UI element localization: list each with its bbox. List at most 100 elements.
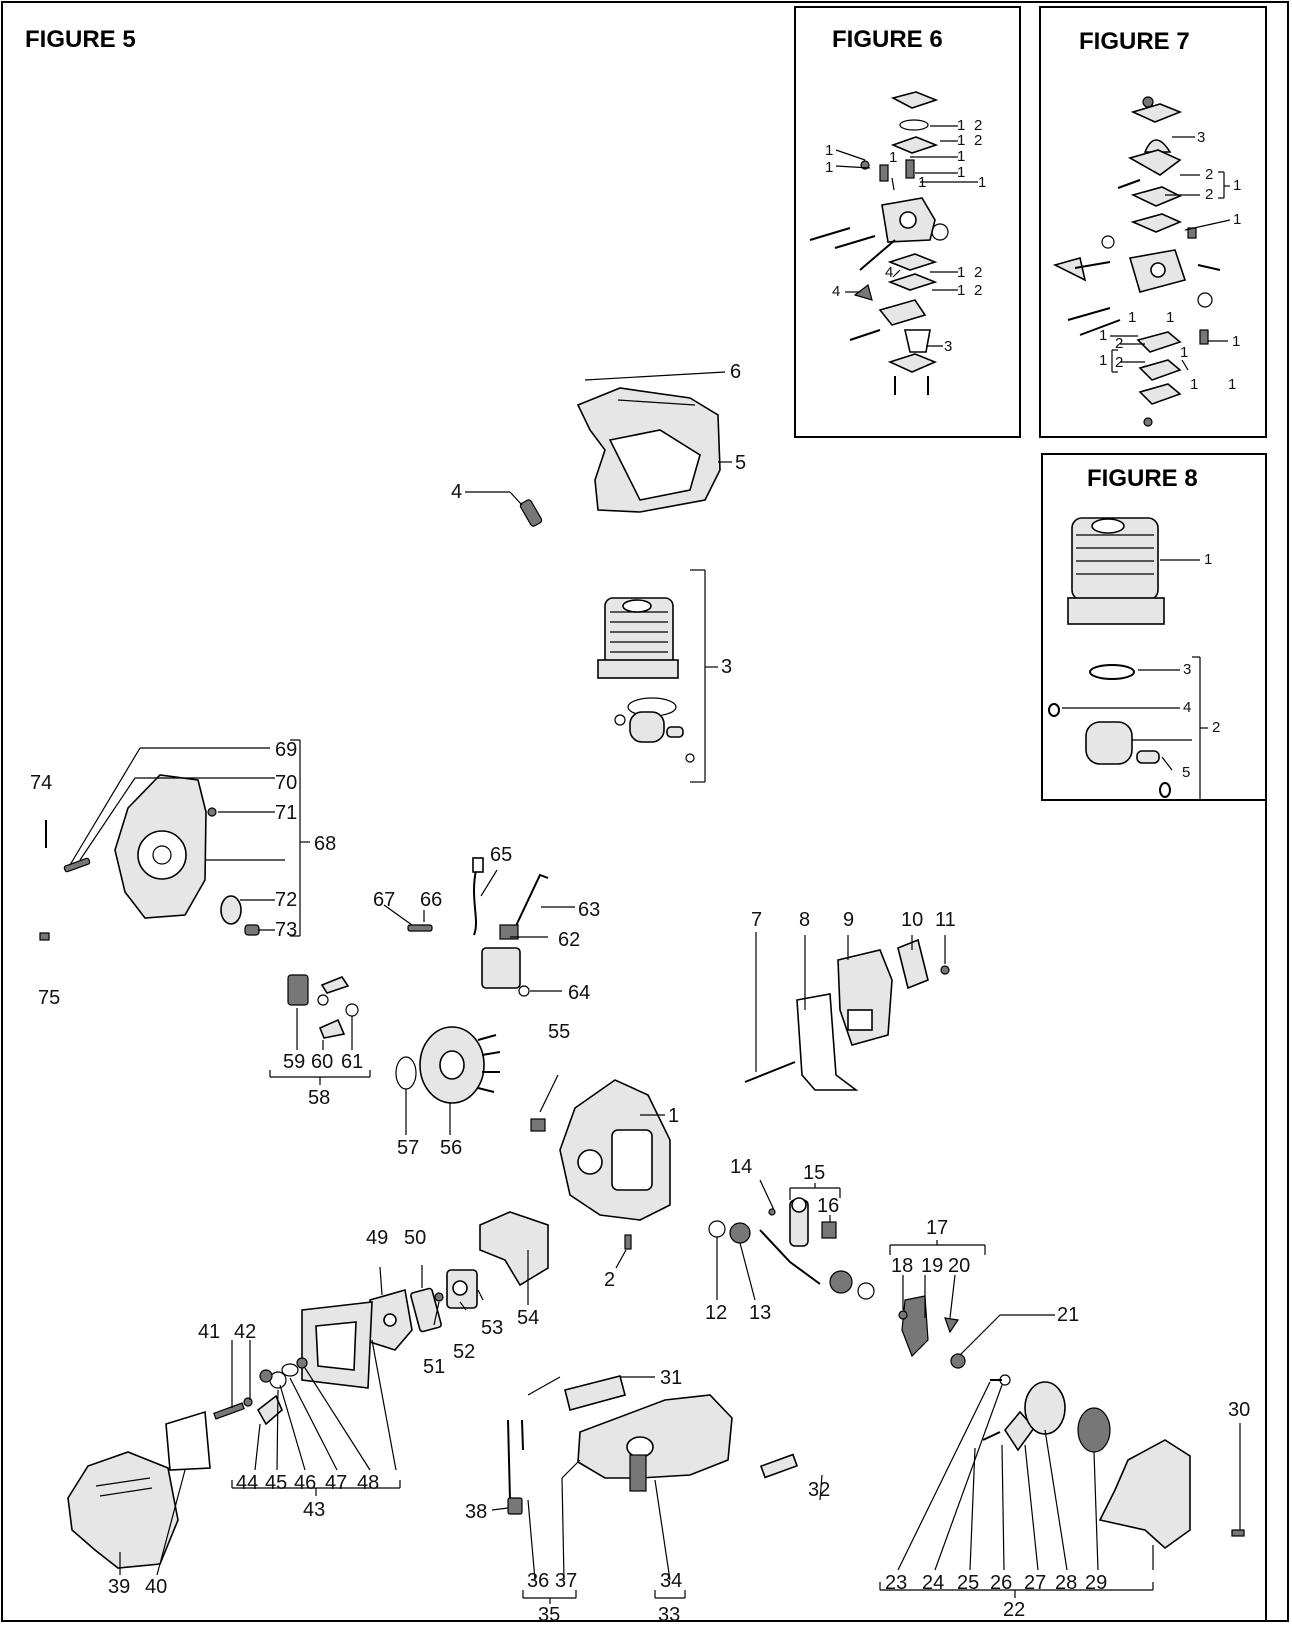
cylinder-cover-part bbox=[576, 387, 721, 513]
fig7-label: 1 bbox=[1228, 376, 1237, 393]
part-label: 4 bbox=[451, 481, 463, 503]
figure-6-leaders bbox=[835, 125, 978, 347]
figure-8-cylinder-art bbox=[1048, 517, 1171, 798]
fig7-label: 1 bbox=[1233, 177, 1242, 194]
figure-6-title: FIGURE 6 bbox=[832, 26, 943, 53]
part-label: 50 bbox=[404, 1227, 427, 1249]
part-label: 48 bbox=[357, 1472, 380, 1494]
part-label: 32 bbox=[808, 1479, 831, 1501]
fig7-label: 1 bbox=[1232, 333, 1241, 350]
part-label: 35 bbox=[538, 1604, 561, 1626]
part-label: 15 bbox=[803, 1162, 826, 1184]
part-label: 54 bbox=[517, 1307, 540, 1329]
part-label: 72 bbox=[275, 889, 298, 911]
fig7-label: 1 bbox=[1180, 344, 1189, 361]
part-label: 60 bbox=[311, 1051, 334, 1073]
part-label: 41 bbox=[198, 1321, 221, 1343]
recoil-starter-housing-part bbox=[1098, 1439, 1191, 1550]
part-label: 1 bbox=[668, 1105, 680, 1127]
fig6-label: 2 bbox=[974, 132, 983, 149]
part-label: 49 bbox=[366, 1227, 389, 1249]
fig6-label: 1 bbox=[957, 264, 966, 281]
part-label: 57 bbox=[397, 1137, 420, 1159]
part-label: 18 bbox=[891, 1255, 914, 1277]
part-label: 26 bbox=[990, 1572, 1013, 1594]
part-label: 46 bbox=[294, 1472, 317, 1494]
crankshaft-part bbox=[759, 1197, 821, 1285]
part-label: 3 bbox=[721, 656, 733, 678]
part-label: 29 bbox=[1085, 1572, 1108, 1594]
fuel-tank-part bbox=[577, 1394, 733, 1492]
part-label: 73 bbox=[275, 919, 298, 941]
part-label: 75 bbox=[38, 987, 61, 1009]
part-label: 38 bbox=[465, 1501, 488, 1523]
figure-7-title: FIGURE 7 bbox=[1079, 28, 1190, 55]
fig7-label: 1 bbox=[1128, 309, 1137, 326]
figure-7-frame bbox=[1039, 6, 1267, 438]
fig7-label: 1 bbox=[1099, 352, 1108, 369]
fig7-label: 1 bbox=[1166, 309, 1175, 326]
figure-8-leaders bbox=[1062, 559, 1208, 801]
part-label: 53 bbox=[481, 1317, 504, 1339]
muffler-part bbox=[837, 949, 893, 1046]
fig6-label: 1 bbox=[957, 282, 966, 299]
figure-7-carburetor-art bbox=[1052, 96, 1221, 427]
starter-housing-part bbox=[114, 774, 260, 936]
part-label: 37 bbox=[555, 1570, 578, 1592]
part-label: 55 bbox=[548, 1021, 571, 1043]
air-cleaner-cover-part bbox=[67, 1451, 179, 1569]
part-label: 10 bbox=[901, 909, 924, 931]
part-label: 67 bbox=[373, 889, 396, 911]
part-label: 13 bbox=[749, 1302, 772, 1324]
flywheel-part bbox=[419, 1026, 501, 1104]
part-label: 74 bbox=[30, 772, 53, 794]
fig7-label: 2 bbox=[1115, 354, 1124, 371]
part-label: 27 bbox=[1024, 1572, 1047, 1594]
part-label: 14 bbox=[730, 1156, 753, 1178]
fig6-label: 2 bbox=[974, 117, 983, 134]
part-label: 63 bbox=[578, 899, 601, 921]
part-label: 43 bbox=[303, 1499, 326, 1521]
part-label: 9 bbox=[843, 909, 855, 931]
fig7-label: 1 bbox=[1099, 327, 1108, 344]
part-label: 71 bbox=[275, 802, 298, 824]
part-label: 66 bbox=[420, 889, 443, 911]
part-label: 22 bbox=[1003, 1599, 1026, 1621]
crankcase-part bbox=[559, 1079, 671, 1221]
part-label: 21 bbox=[1057, 1304, 1080, 1326]
fig6-label: 1 bbox=[978, 174, 987, 191]
figure-8-frame bbox=[1041, 453, 1267, 801]
fig6-label: 2 bbox=[974, 264, 983, 281]
spark-plug-part bbox=[519, 499, 543, 527]
fig6-label: 1 bbox=[957, 148, 966, 165]
part-label: 30 bbox=[1228, 1399, 1251, 1421]
part-label: 16 bbox=[817, 1195, 840, 1217]
part-label: 58 bbox=[308, 1087, 331, 1109]
part-label: 39 bbox=[108, 1576, 131, 1598]
fig6-label: 1 bbox=[957, 164, 966, 181]
part-label: 6 bbox=[730, 361, 742, 383]
part-label: 42 bbox=[234, 1321, 257, 1343]
part-label: 33 bbox=[658, 1604, 681, 1626]
part-label: 19 bbox=[921, 1255, 944, 1277]
part-label: 7 bbox=[751, 909, 763, 931]
cylinder-assembly-part bbox=[597, 597, 695, 763]
part-label: 45 bbox=[265, 1472, 288, 1494]
fig6-label: 1 bbox=[825, 142, 834, 159]
part-label: 24 bbox=[922, 1572, 945, 1594]
part-label: 34 bbox=[660, 1570, 683, 1592]
figure-5-title: FIGURE 5 bbox=[25, 26, 136, 53]
fig6-label: 1 bbox=[825, 159, 834, 176]
fig7-label: 3 bbox=[1197, 129, 1206, 146]
figure-6-carburetor-art bbox=[809, 91, 949, 395]
part-label: 68 bbox=[314, 833, 337, 855]
part-label: 47 bbox=[325, 1472, 348, 1494]
fig7-label: 2 bbox=[1205, 186, 1214, 203]
carburetor-part bbox=[369, 1288, 413, 1351]
fig8-label: 5 bbox=[1182, 764, 1191, 781]
part-label: 59 bbox=[283, 1051, 306, 1073]
fig7-label: 2 bbox=[1205, 166, 1214, 183]
